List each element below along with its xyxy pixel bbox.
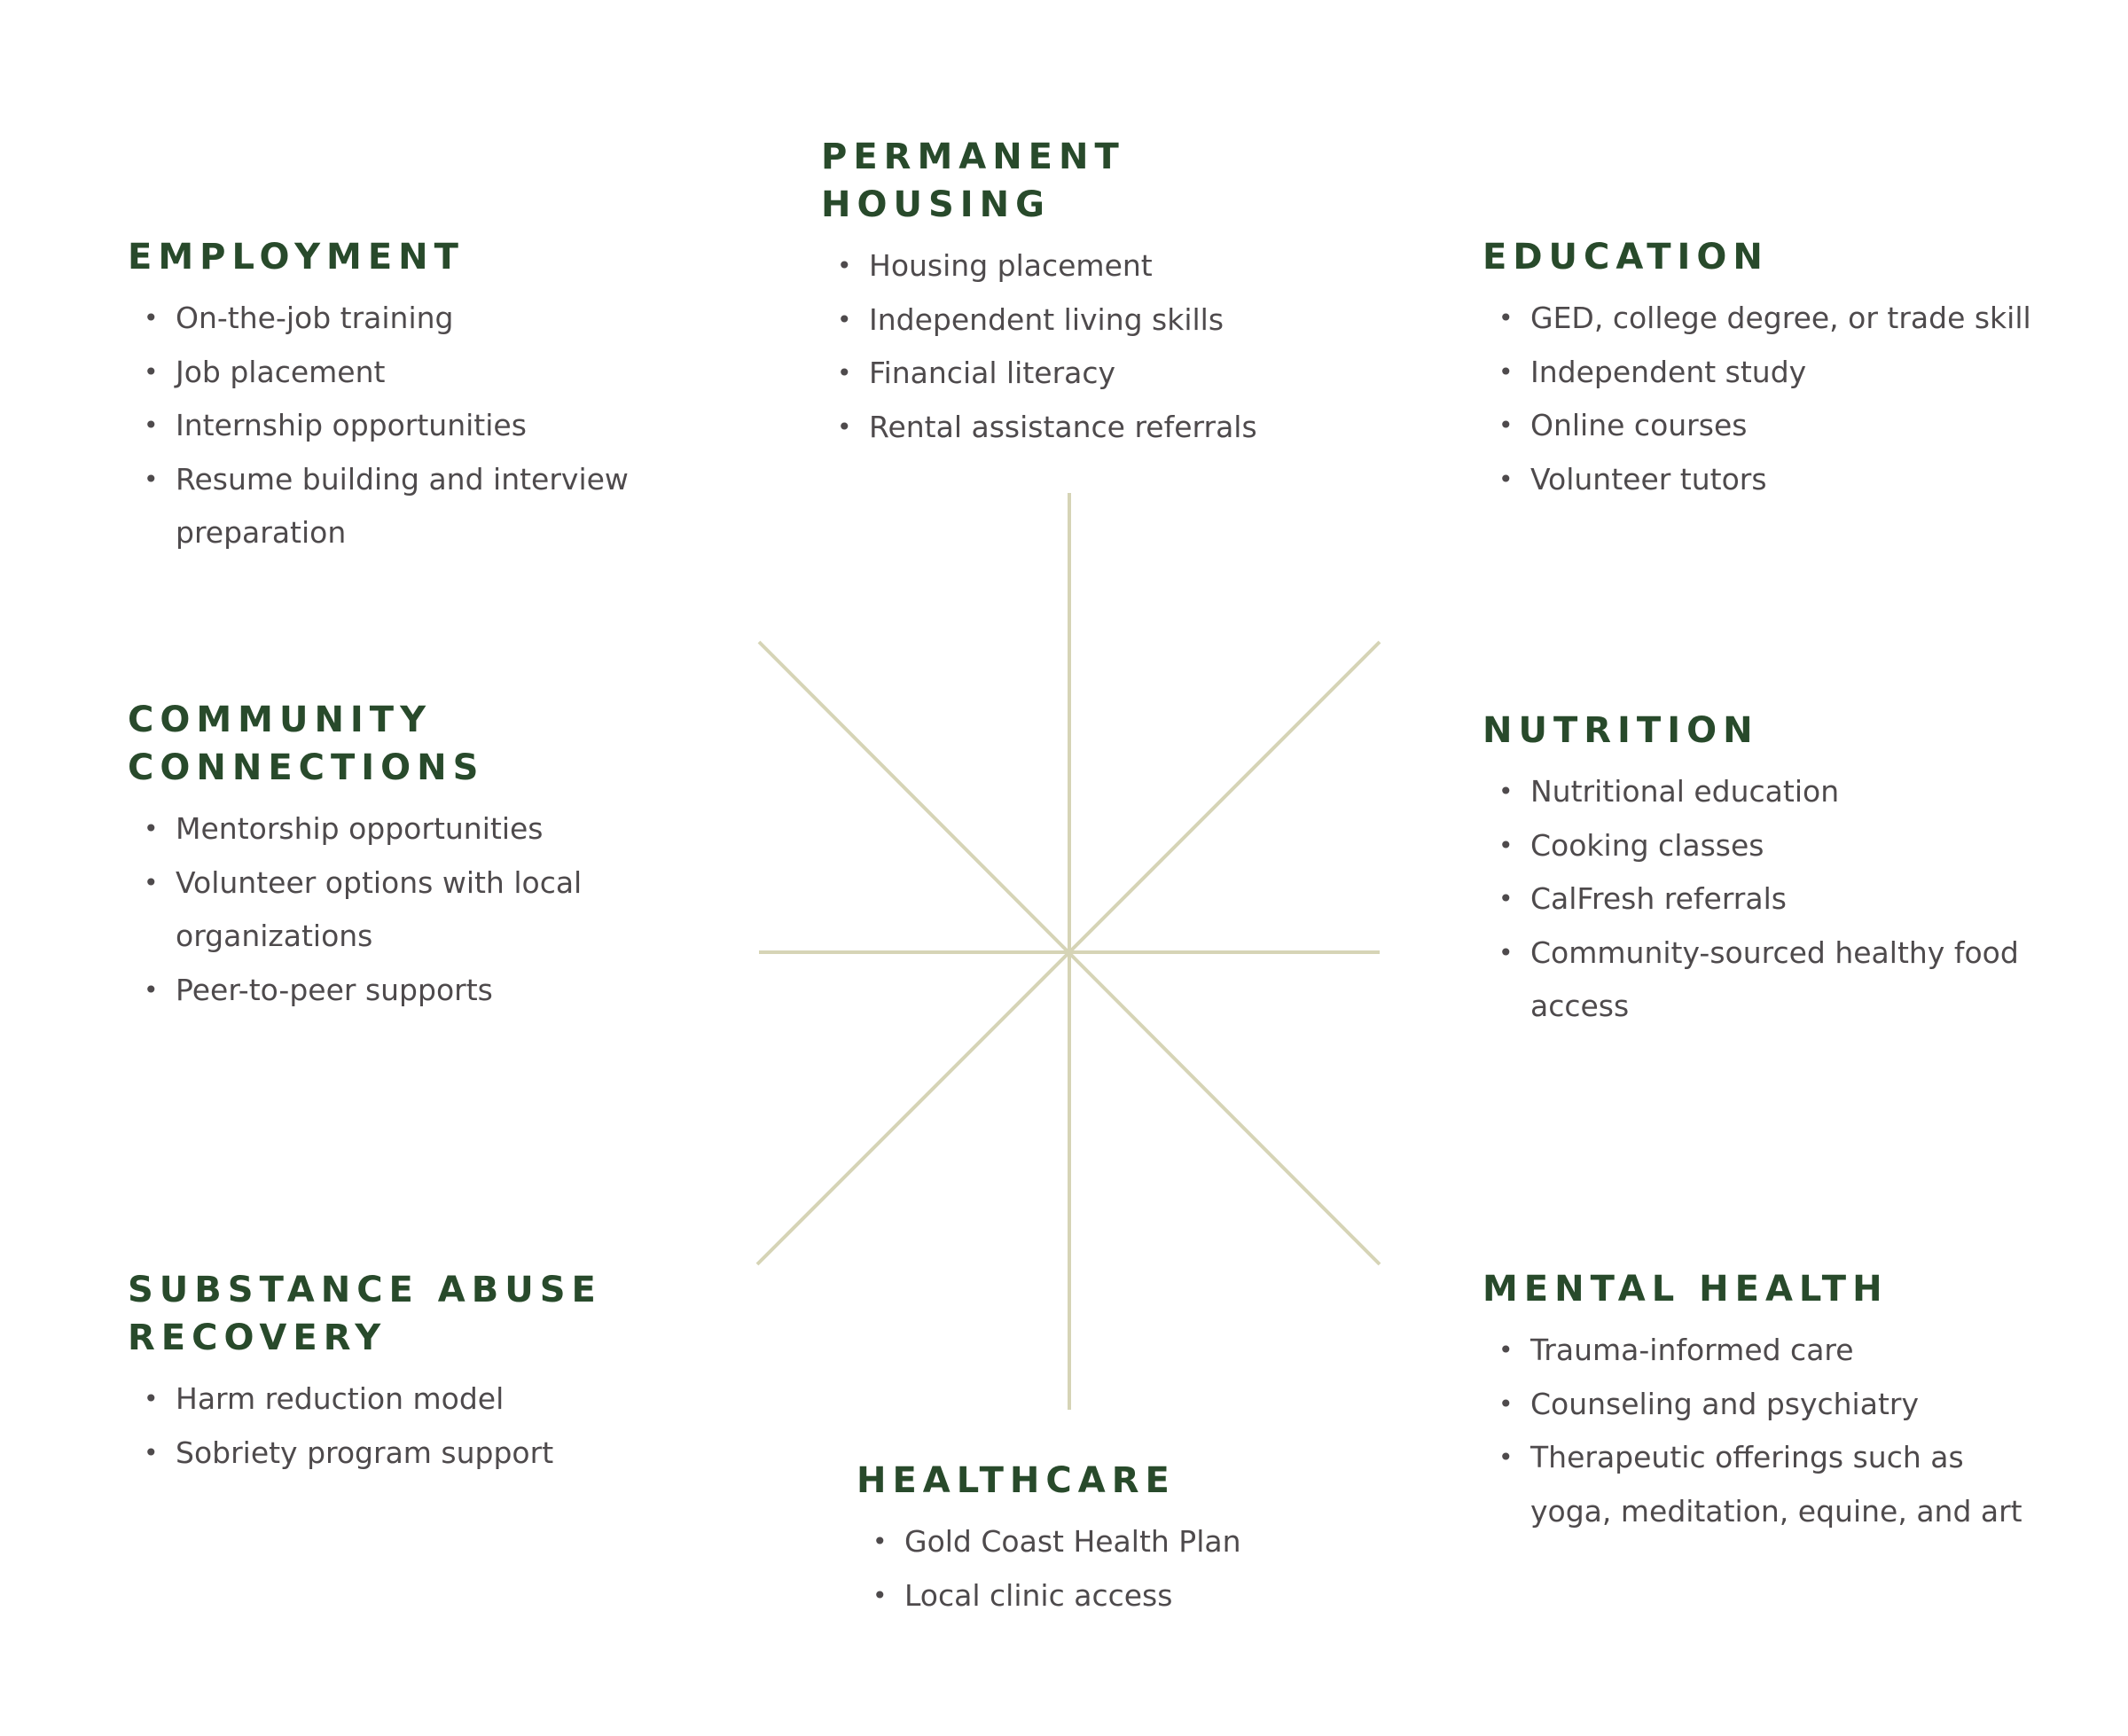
list-item: GED, college degree, or trade skill: [1483, 292, 2068, 346]
section-employment: EMPLOYMENT On-the-job trainingJob placem…: [128, 233, 677, 560]
section-permanent-housing: PERMANENT HOUSING Housing placementIndep…: [821, 133, 1371, 454]
section-title: COMMUNITY CONNECTIONS: [128, 700, 485, 788]
list-item: Independent study: [1483, 346, 2068, 400]
list-item: Online courses: [1483, 399, 2068, 453]
section-title: MENTAL HEALTH: [1483, 1269, 1889, 1310]
section-education: EDUCATION GED, college degree, or trade …: [1483, 233, 2068, 506]
section-items: Nutritional educationCooking classesCalF…: [1483, 765, 2032, 1034]
list-item: Financial literacy: [821, 347, 1371, 401]
section-mental-health: MENTAL HEALTH Trauma-informed careCounse…: [1483, 1265, 2050, 1538]
section-items: Harm reduction modelSobriety program sup…: [128, 1372, 677, 1480]
list-item: Community-sourced healthy food access: [1483, 927, 2032, 1034]
list-item: Internship opportunities: [128, 399, 677, 453]
list-item: Nutritional education: [1483, 765, 2032, 819]
section-items: Housing placementIndependent living skil…: [821, 239, 1371, 454]
section-title: EMPLOYMENT: [128, 237, 465, 278]
list-item: Housing placement: [821, 239, 1371, 293]
list-item: Job placement: [128, 346, 677, 400]
section-items: Trauma-informed careCounseling and psych…: [1483, 1324, 2050, 1538]
section-items: Gold Coast Health PlanLocal clinic acces…: [857, 1515, 1406, 1623]
section-healthcare: HEALTHCARE Gold Coast Health PlanLocal c…: [857, 1457, 1406, 1623]
list-item: Independent living skills: [821, 293, 1371, 348]
section-title: NUTRITION: [1483, 710, 1759, 751]
list-item: Gold Coast Health Plan: [857, 1515, 1406, 1569]
section-community-connections: COMMUNITY CONNECTIONS Mentorship opportu…: [128, 696, 677, 1017]
list-item: Peer-to-peer supports: [128, 964, 677, 1018]
list-item: Volunteer options with local organizatio…: [128, 856, 677, 964]
list-item: CalFresh referrals: [1483, 872, 2032, 927]
section-substance-abuse-recovery: SUBSTANCE ABUSE RECOVERY Harm reduction …: [128, 1266, 677, 1480]
list-item: Trauma-informed care: [1483, 1324, 2050, 1378]
section-items: GED, college degree, or trade skillIndep…: [1483, 292, 2068, 506]
section-nutrition: NUTRITION Nutritional educationCooking c…: [1483, 707, 2032, 1034]
list-item: Local clinic access: [857, 1569, 1406, 1623]
list-item: Volunteer tutors: [1483, 453, 2068, 507]
section-items: Mentorship opportunitiesVolunteer option…: [128, 802, 677, 1017]
list-item: Resume building and interview preparatio…: [128, 453, 677, 560]
list-item: Therapeutic offerings such as yoga, medi…: [1483, 1431, 2050, 1538]
section-items: On-the-job trainingJob placementInternsh…: [128, 292, 677, 560]
list-item: Rental assistance referrals: [821, 401, 1371, 455]
section-title: EDUCATION: [1483, 237, 1769, 278]
section-title: SUBSTANCE ABUSE RECOVERY: [128, 1270, 602, 1358]
list-item: On-the-job training: [128, 292, 677, 346]
section-title: HEALTHCARE: [857, 1460, 1176, 1501]
list-item: Cooking classes: [1483, 819, 2032, 873]
list-item: Harm reduction model: [128, 1372, 677, 1427]
list-item: Sobriety program support: [128, 1427, 677, 1481]
list-item: Mentorship opportunities: [128, 802, 677, 856]
spoke-diagonal-up: [755, 640, 1381, 1266]
list-item: Counseling and psychiatry: [1483, 1378, 2050, 1432]
section-title: PERMANENT HOUSING: [821, 137, 1125, 225]
